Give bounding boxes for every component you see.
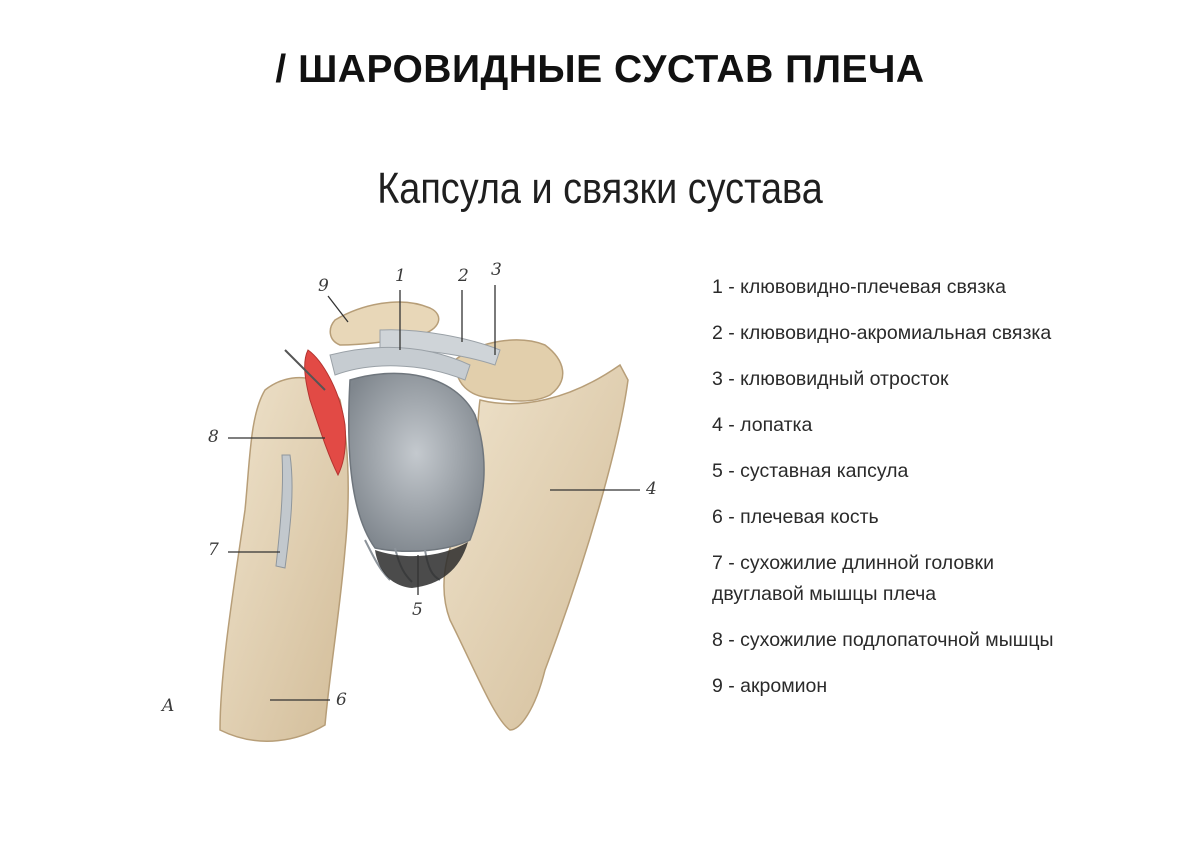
diagram-subtitle: Капсула и связки сустава xyxy=(377,164,823,213)
capsule-shadow xyxy=(375,542,468,588)
legend-item-9: 9 - акромион xyxy=(712,675,828,697)
legend-item-4: 4 - лопатка xyxy=(712,414,813,436)
biceps-tendon-shape xyxy=(275,454,293,569)
probe-wire xyxy=(284,349,326,391)
legend-item-8: 8 - сухожилие подлопаточной мышцы xyxy=(712,629,1054,651)
legend-item-1: 1 - клювовидно-плечевая связка xyxy=(712,276,1006,298)
callout-8: 8 xyxy=(208,427,219,447)
legend-item-6: 6 - плечевая кость xyxy=(712,506,879,528)
coracohumeral-ligament-shape xyxy=(329,346,471,381)
panel-letter: A xyxy=(162,696,175,716)
leader-lines xyxy=(228,285,640,701)
callout-3: 3 xyxy=(491,260,502,280)
legend-item-3: 3 - клювовидный отросток xyxy=(712,368,949,390)
anatomy-drawing xyxy=(219,285,640,742)
legend-item-2: 2 - клювовидно-акромиальная связка xyxy=(712,322,1052,344)
callout-4: 4 xyxy=(646,479,657,499)
callout-7: 7 xyxy=(208,540,219,560)
callout-5: 5 xyxy=(412,600,423,620)
callout-9: 9 xyxy=(318,276,329,296)
legend-item-5: 5 - суставная капсула xyxy=(712,460,909,482)
callout-6: 6 xyxy=(336,690,347,710)
page-title: / ШАРОВИДНЫЕ СУСТАВ ПЛЕЧА xyxy=(275,48,925,91)
legend-item-7: 7 - сухожилие длинной головки двуглавой … xyxy=(712,552,994,605)
shoulder-joint-illustration: 1 2 3 4 5 6 7 8 9 A xyxy=(150,250,670,750)
capsule-shape xyxy=(348,372,485,552)
callout-1: 1 xyxy=(395,266,406,286)
callout-2: 2 xyxy=(458,266,469,286)
legend: 1 - клювовидно-плечевая связка 2 - клюво… xyxy=(712,272,1182,717)
